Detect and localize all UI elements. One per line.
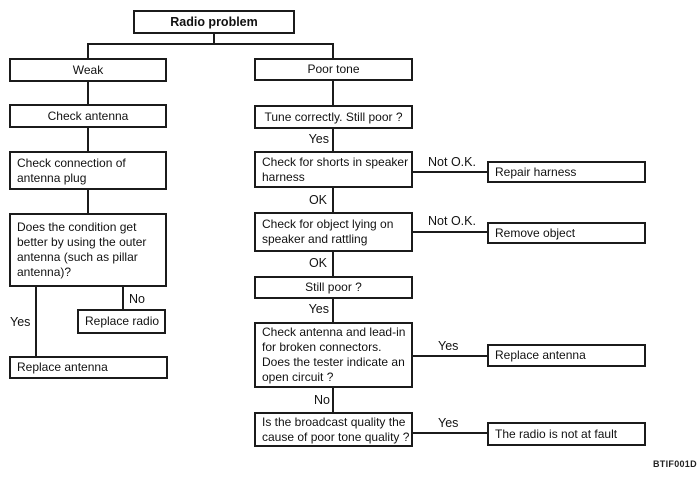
node-replace-antenna-left: Replace antenna xyxy=(9,356,168,379)
edge-label-no-leadin: No xyxy=(314,393,330,407)
edge-label-no-outer: No xyxy=(129,292,145,306)
connector-poortone-tune xyxy=(332,81,334,105)
connector-to-weak xyxy=(87,43,89,58)
node-radio-not-at-fault: The radio is not at fault xyxy=(487,422,646,446)
figure-code: BTIF001D xyxy=(653,459,697,469)
edge-label-ok-object: OK xyxy=(308,256,327,270)
connector-plug-condition xyxy=(87,190,89,213)
node-remove-object: Remove object xyxy=(487,222,646,244)
node-replace-antenna-right: Replace antenna xyxy=(487,344,646,367)
edge-label-ok-shorts: OK xyxy=(308,193,327,207)
edge-label-yes-broadcast: Yes xyxy=(438,416,459,430)
connector-to-poor-tone xyxy=(332,43,334,58)
edge-label-yes-stillpoor: Yes xyxy=(308,302,329,316)
connector-leadin-replace xyxy=(413,355,487,357)
node-check-leadin: Check antenna and lead-in for broken con… xyxy=(254,322,413,388)
node-outer-antenna-question: Does the condition get better by using t… xyxy=(9,213,167,287)
connector-object-stillpoor xyxy=(332,252,334,276)
node-broadcast-question: Is the broadcast quality the cause of po… xyxy=(254,412,413,447)
edge-label-notok-object: Not O.K. xyxy=(428,214,476,228)
node-check-connection: Check connection of antenna plug xyxy=(9,151,167,190)
node-weak: Weak xyxy=(9,58,167,82)
connector-object-remove xyxy=(413,231,487,233)
node-tune-correctly: Tune correctly. Still poor ? xyxy=(254,105,413,129)
node-radio-problem: Radio problem xyxy=(133,10,295,34)
node-check-shorts: Check for shorts in speaker harness xyxy=(254,151,413,188)
node-check-antenna: Check antenna xyxy=(9,104,167,128)
edge-label-yes-outer: Yes xyxy=(10,315,31,329)
edge-label-notok-shorts: Not O.K. xyxy=(428,155,476,169)
connector-stillpoor-leadin xyxy=(332,299,334,322)
connector-yes-replaceantenna xyxy=(35,287,37,356)
connector-shorts-object xyxy=(332,188,334,212)
node-replace-radio: Replace radio xyxy=(77,309,166,334)
connector-shorts-repair xyxy=(413,171,487,173)
node-still-poor: Still poor ? xyxy=(254,276,413,299)
connector-root-split xyxy=(87,43,334,45)
edge-label-yes-tune: Yes xyxy=(308,132,329,146)
connector-broadcast-notfault xyxy=(413,432,487,434)
connector-checkantenna-plug xyxy=(87,128,89,151)
connector-leadin-broadcast xyxy=(332,388,334,412)
connector-tune-shorts xyxy=(332,129,334,151)
connector-root-drop xyxy=(213,34,215,44)
edge-label-yes-leadin: Yes xyxy=(438,339,459,353)
node-check-object: Check for object lying on speaker and ra… xyxy=(254,212,413,252)
node-repair-harness: Repair harness xyxy=(487,161,646,183)
connector-no-replaceradio xyxy=(122,287,124,309)
connector-weak-checkantenna xyxy=(87,82,89,104)
node-poor-tone: Poor tone xyxy=(254,58,413,81)
